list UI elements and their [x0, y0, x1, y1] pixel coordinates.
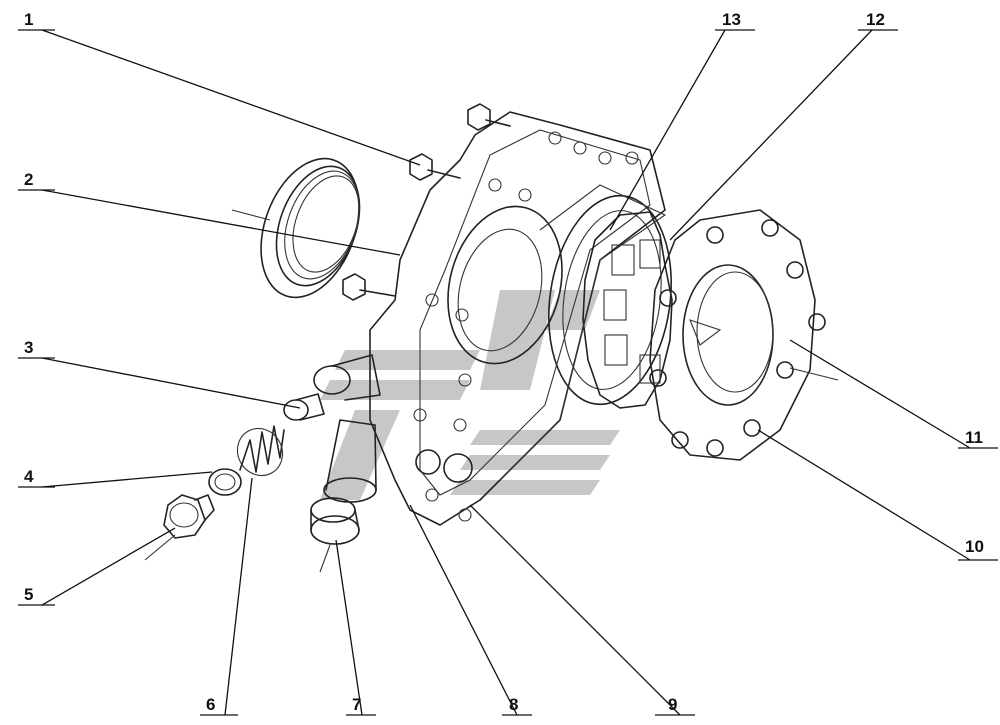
gasket: [499, 184, 667, 481]
callout-12: 12: [866, 10, 885, 29]
callout-2: 2: [24, 170, 33, 189]
spring: [236, 425, 285, 477]
callout-9: 9: [668, 695, 677, 714]
watermark-logo: [320, 290, 620, 500]
pump-housing: [313, 111, 666, 526]
plunger: [283, 393, 325, 421]
callout-1: 1: [24, 10, 33, 29]
washer: [208, 468, 242, 496]
plug: [144, 494, 215, 561]
callout-5: 5: [24, 585, 33, 604]
callout-labels: 1 2 3 4 5 6 7 8 9 10 11 12 13: [24, 10, 984, 714]
cover-plate: [649, 209, 816, 461]
callout-11: 11: [965, 428, 983, 447]
callout-3: 3: [24, 338, 33, 357]
callout-8: 8: [509, 695, 518, 714]
leader-lines: [18, 29, 998, 716]
cap: [310, 497, 360, 573]
cover-bolts: [649, 219, 839, 457]
callout-10: 10: [965, 537, 984, 556]
bolt-top: [342, 103, 511, 301]
callout-6: 6: [206, 695, 215, 714]
callout-7: 7: [352, 695, 361, 714]
callout-13: 13: [722, 10, 741, 29]
oil-seal: [231, 157, 361, 299]
callout-4: 4: [24, 467, 34, 486]
